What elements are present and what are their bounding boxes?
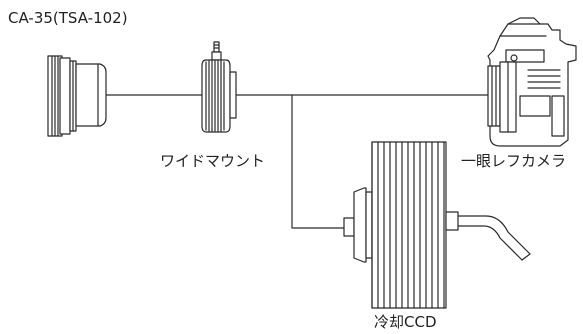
adapter-label: CA-35(TSA-102)	[8, 9, 128, 27]
cooled-ccd-unit	[344, 142, 530, 308]
wide-mount-ring	[202, 42, 236, 132]
slr-camera-label: 一眼レフカメラ	[461, 152, 567, 170]
connection-lines	[106, 95, 488, 228]
slr-camera	[488, 18, 576, 146]
adapter-cylinder	[48, 56, 106, 136]
cooled-ccd-label: 冷却CCD	[374, 313, 437, 331]
wide-mount-label: ワイドマウント	[160, 152, 266, 170]
